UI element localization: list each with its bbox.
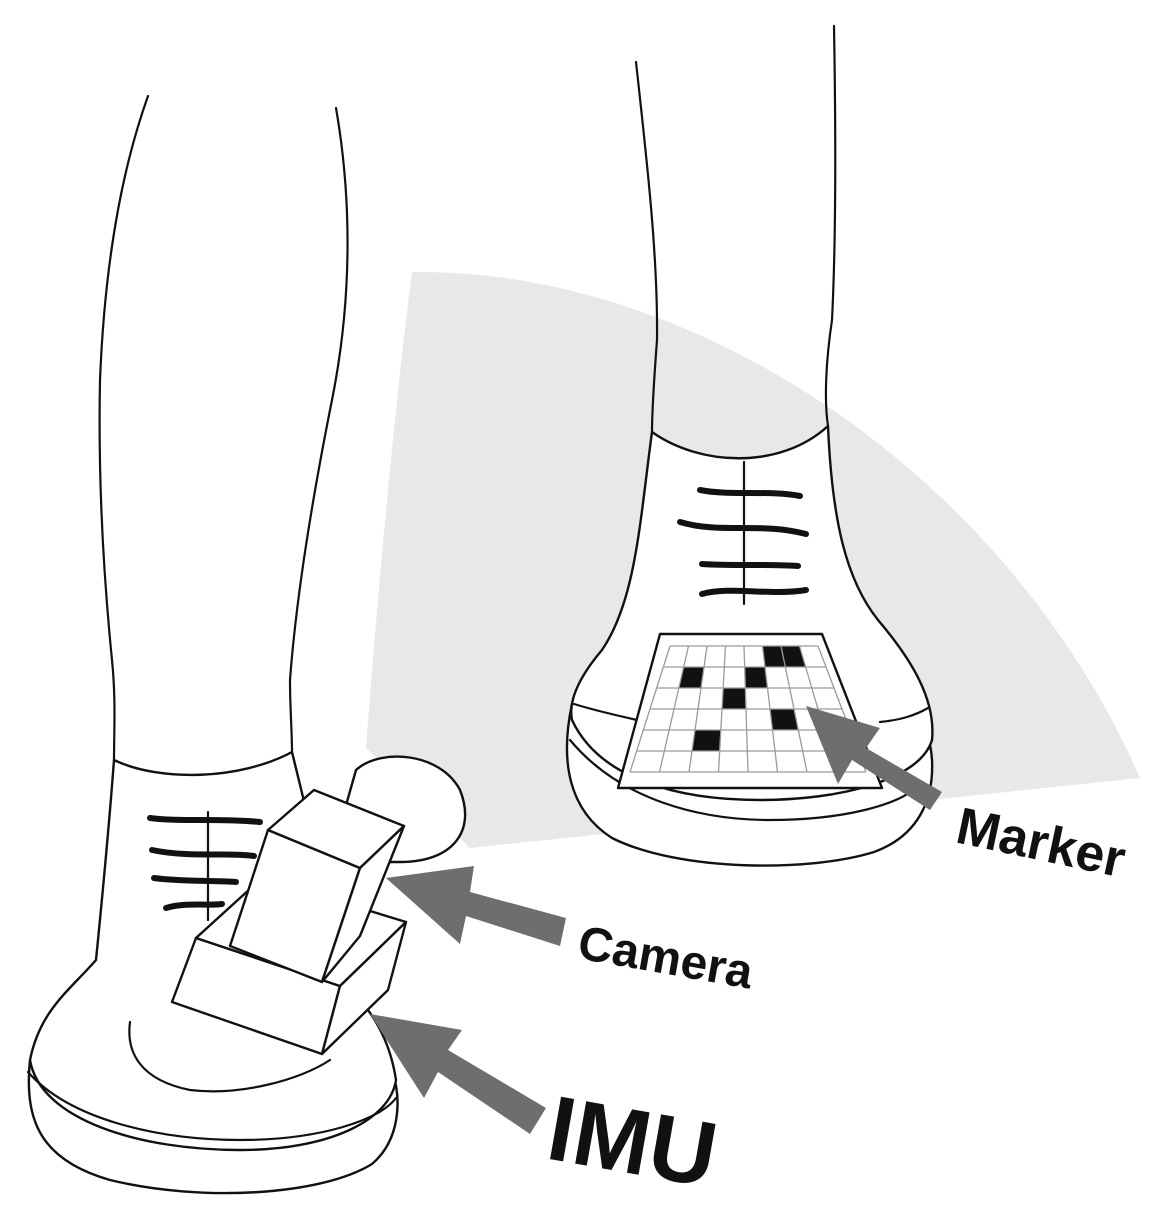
front-shoe-side-seam-right bbox=[878, 706, 930, 724]
imu-arrow bbox=[370, 1014, 546, 1134]
marker-cell-filled bbox=[722, 688, 746, 709]
camera-label: Camera bbox=[574, 917, 757, 1000]
imu-box-side bbox=[320, 920, 408, 1056]
rear-shoe-lace-1 bbox=[147, 815, 263, 825]
front-shoe-lace-1 bbox=[697, 487, 803, 499]
front-shoe-lace-2 bbox=[677, 519, 809, 537]
marker-cell-filled bbox=[781, 646, 806, 667]
marker-arrow-shape bbox=[806, 706, 942, 810]
rear-leg-right-contour bbox=[288, 106, 349, 754]
imu-label: IMU bbox=[541, 1077, 725, 1207]
rear-leg bbox=[98, 94, 349, 762]
marker-cell-filled bbox=[762, 646, 786, 667]
camera-arrow-shape bbox=[386, 866, 566, 946]
marker-cell-filled bbox=[678, 667, 704, 688]
front-shoe-lace-3 bbox=[699, 561, 801, 569]
camera-arrow bbox=[386, 866, 566, 946]
marker-arrow bbox=[806, 706, 942, 810]
front-shoe-toe-line bbox=[568, 738, 922, 822]
marker-board bbox=[616, 632, 884, 790]
marker-cell-filled bbox=[770, 709, 799, 730]
rear-shoe-toe-line bbox=[26, 1070, 398, 1142]
front-shoe-lace-4 bbox=[699, 587, 809, 597]
marker-cell-filled bbox=[692, 730, 721, 751]
camera-box-side bbox=[320, 824, 406, 984]
front-leg bbox=[634, 24, 837, 434]
front-leg-left-contour bbox=[634, 60, 659, 434]
rear-shoe-lace-3 bbox=[151, 875, 239, 885]
rear-shoe-lace-4 bbox=[163, 901, 225, 911]
marker-cell-filled bbox=[744, 667, 768, 688]
imu-arrow-shape bbox=[370, 1014, 546, 1134]
marker-label: Marker bbox=[952, 797, 1131, 889]
rear-shoe-inner-curve bbox=[128, 1020, 332, 1093]
rear-leg-left-contour bbox=[98, 94, 150, 762]
camera-device bbox=[228, 788, 406, 984]
front-leg-right-contour bbox=[824, 24, 837, 428]
